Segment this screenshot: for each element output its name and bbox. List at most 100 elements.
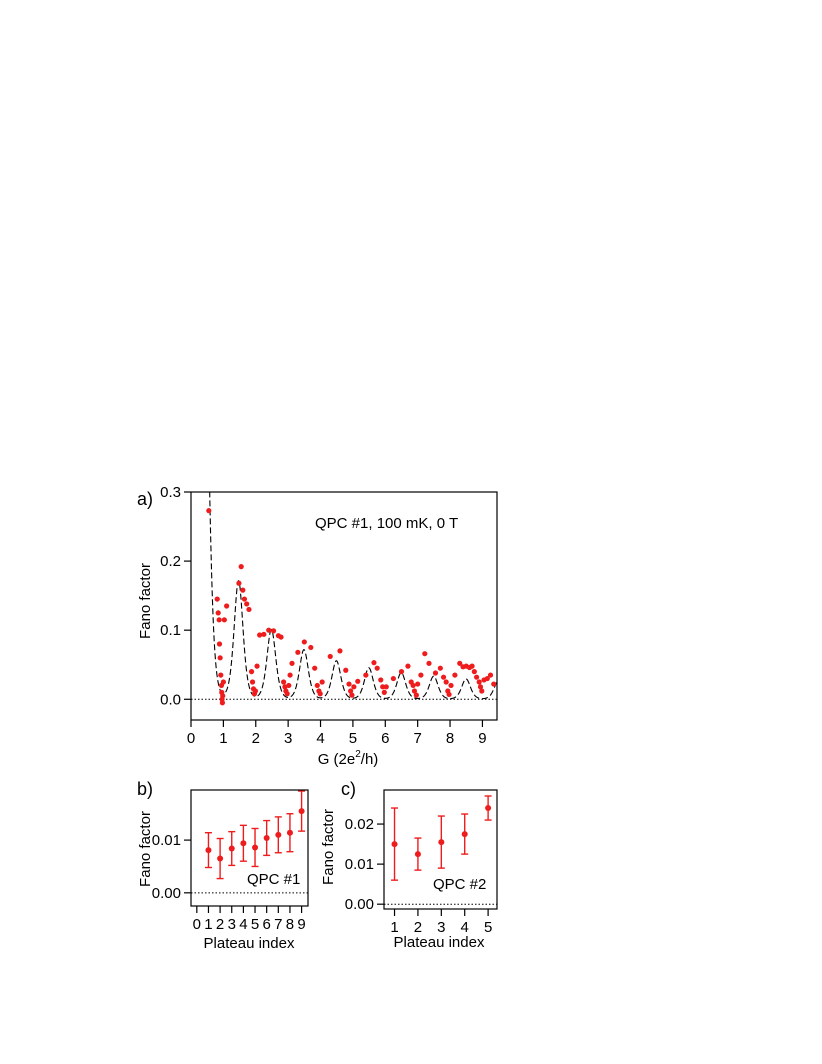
- panel-a-data-point: [216, 617, 222, 623]
- panel-b-x-axis-label: Plateau index: [204, 935, 295, 952]
- panel-b-x-tick-label: 1: [204, 916, 212, 933]
- panel-c-x-tick-label: 1: [390, 919, 398, 936]
- panel-a-data-point: [246, 606, 252, 613]
- panel-a-data-point: [249, 679, 256, 685]
- panel-a: a) QPC #1, 100 mK, 0 T Fano factor G (2e…: [137, 484, 498, 768]
- panel-b-data-point: [286, 813, 294, 853]
- panel-a-data-point: [301, 639, 307, 645]
- panel-b-annotation: QPC #1: [247, 871, 300, 888]
- panel-a-data-point: [216, 641, 223, 647]
- panel-a-x-tick-label: 2: [252, 730, 260, 747]
- data-marker: [298, 808, 305, 815]
- panel-a-data-point: [348, 688, 354, 694]
- panel-a-data-point: [314, 682, 320, 689]
- panel-a-data-point: [351, 684, 357, 690]
- panel-a-data-point: [219, 700, 226, 706]
- panel-a-data-point: [308, 644, 314, 651]
- panel-a-data-point: [374, 665, 380, 671]
- panel-b-data-point: [274, 816, 282, 854]
- panel-a-plot-area: [191, 492, 497, 706]
- panel-a-x-tick-label: 8: [446, 730, 454, 747]
- panel-a-data-point: [295, 649, 301, 655]
- panel-a-y-tick-label: 0.2: [160, 553, 181, 570]
- panel-a-data-point: [240, 587, 246, 593]
- data-marker: [240, 840, 247, 847]
- panel-a-x-tick-label: 5: [349, 730, 357, 747]
- panel-c-y-tick-label: 0.02: [345, 816, 374, 833]
- panel-a-data-point: [241, 596, 248, 602]
- panel-a-data-point: [448, 682, 454, 689]
- panel-label-a: a): [137, 489, 153, 509]
- panel-b-x-tick-label: 3: [228, 916, 236, 933]
- panel-c-x-axis-label: Plateau index: [394, 934, 485, 951]
- panel-b-x-tick-label: 6: [262, 916, 270, 933]
- panel-a-y-tick-label: 0.0: [160, 691, 181, 708]
- panel-a-data-point: [422, 651, 428, 657]
- panel-b-data-point: [239, 824, 247, 862]
- panel-b-x-tick-label: 2: [216, 916, 224, 933]
- panel-a-data-point: [390, 675, 396, 682]
- panel-b-data-point: [216, 837, 224, 880]
- panel-a-data-point: [380, 684, 386, 690]
- panel-c-data-point: [484, 795, 492, 821]
- panel-b-x-tick-label: 4: [239, 916, 247, 933]
- panel-a-data-point: [278, 634, 284, 640]
- data-marker: [485, 805, 492, 812]
- panel-a-data-point: [220, 679, 226, 685]
- data-marker: [461, 831, 468, 838]
- panel-c-x-tick-label: 3: [437, 919, 445, 936]
- panel-a-data-point: [457, 660, 463, 666]
- panel-a-y-tick-label: 0.3: [160, 484, 181, 501]
- panel-a-data-point: [411, 688, 418, 694]
- panel-a-data-point: [327, 653, 333, 660]
- panel-c-plot-area: [384, 795, 497, 905]
- data-marker: [391, 841, 398, 848]
- panel-a-data-point: [224, 603, 230, 609]
- data-marker: [286, 829, 293, 836]
- panel-a-data-point: [312, 665, 318, 671]
- panel-c-frame: [383, 789, 498, 910]
- panel-a-data-point: [484, 675, 490, 682]
- panel-a-data-point: [286, 682, 292, 689]
- panel-a-data-point: [443, 679, 449, 685]
- panel-a-data-point: [214, 596, 220, 602]
- panel-a-data-point: [378, 677, 384, 683]
- panel-b-plot-area: [191, 790, 308, 894]
- panel-c-annotation: QPC #2: [433, 876, 486, 893]
- panel-a-y-tick-label: 0.1: [160, 622, 181, 639]
- panel-a-data-point: [440, 674, 447, 680]
- panel-a-data-point: [284, 691, 290, 697]
- panel-a-data-point: [270, 628, 277, 634]
- panel-a-x-tick-label: 4: [316, 730, 324, 747]
- panel-a-data-point: [474, 674, 480, 680]
- data-marker: [275, 831, 282, 838]
- panel-a-data-point: [452, 672, 458, 678]
- panel-a-x-tick-label: 1: [219, 730, 227, 747]
- panel-a-data-point: [437, 665, 443, 671]
- panel-a-x-tick-label: 6: [381, 730, 389, 747]
- panel-a-data-point: [371, 660, 377, 666]
- panel-a-data-point: [215, 610, 221, 616]
- panel-a-data-point: [261, 631, 267, 637]
- panel-a-data-point: [418, 672, 424, 678]
- panel-c-y-axis-label: Fano factor: [320, 809, 337, 885]
- panel-b-y-tick-label: 0.01: [152, 832, 181, 849]
- panel-c-x-tick-label: 2: [414, 919, 422, 936]
- panel-b-data-point: [204, 832, 212, 869]
- panel-b-data-point: [298, 790, 306, 832]
- panel-a-data-point: [355, 678, 361, 684]
- panel-a-data-point: [289, 660, 295, 666]
- panel-b-x-tick-label: 7: [274, 916, 282, 933]
- panel-a-frame: [190, 491, 498, 721]
- panel-a-annotation: QPC #1, 100 mK, 0 T: [315, 515, 458, 532]
- panel-c-y-tick-label: 0.01: [345, 856, 374, 873]
- panel-a-data-point: [381, 689, 387, 695]
- panel-a-data-point: [405, 663, 411, 669]
- panel-b-x-tick-label: 8: [286, 916, 294, 933]
- panel-a-data-point: [206, 508, 212, 514]
- panel-c-data-point: [461, 813, 469, 855]
- panel-a-data-point: [432, 670, 439, 676]
